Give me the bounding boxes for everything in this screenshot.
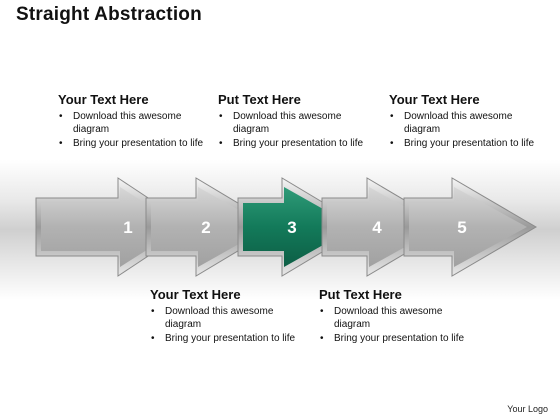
- block-heading: Put Text Here: [319, 287, 402, 302]
- arrow-step-5: 5: [403, 177, 537, 277]
- block-heading: Your Text Here: [389, 92, 480, 107]
- block-bullet: Download this awesome diagram: [389, 111, 539, 136]
- page-title: Straight Abstraction: [16, 4, 202, 25]
- arrow-body: [151, 187, 269, 267]
- block-bullet: Bring your presentation to life: [319, 333, 469, 346]
- block-bullet: Bring your presentation to life: [150, 333, 300, 346]
- text-block-top-2: Put Text Here Download this awesome diag…: [218, 92, 368, 153]
- block-bullet: Bring your presentation to life: [389, 138, 539, 151]
- arrow-body: [243, 187, 355, 267]
- arrow-number: 2: [201, 218, 210, 237]
- text-block-top-1: Your Text Here Download this awesome dia…: [58, 92, 208, 153]
- block-bullet: Download this awesome diagram: [319, 306, 469, 331]
- arrow-step-2: 2: [145, 177, 279, 277]
- block-bullet: Download this awesome diagram: [58, 111, 208, 136]
- arrow-number: 4: [372, 218, 382, 237]
- arrow-body: [409, 187, 527, 267]
- block-bullet: Download this awesome diagram: [218, 111, 368, 136]
- arrow-number: 3: [287, 218, 296, 237]
- block-bullet: Bring your presentation to life: [58, 138, 208, 151]
- text-block-bottom-1: Your Text Here Download this awesome dia…: [150, 287, 300, 348]
- text-block-bottom-2: Put Text Here Download this awesome diag…: [319, 287, 469, 348]
- logo-text: Your Logo: [507, 404, 548, 414]
- text-block-top-3: Your Text Here Download this awesome dia…: [389, 92, 539, 153]
- block-heading: Put Text Here: [218, 92, 301, 107]
- block-bullet: Bring your presentation to life: [218, 138, 368, 151]
- block-heading: Your Text Here: [150, 287, 241, 302]
- block-heading: Your Text Here: [58, 92, 149, 107]
- block-bullet: Download this awesome diagram: [150, 306, 300, 331]
- arrow-body: [327, 187, 441, 267]
- arrow-number: 5: [457, 218, 466, 237]
- arrow-number: 1: [123, 218, 132, 237]
